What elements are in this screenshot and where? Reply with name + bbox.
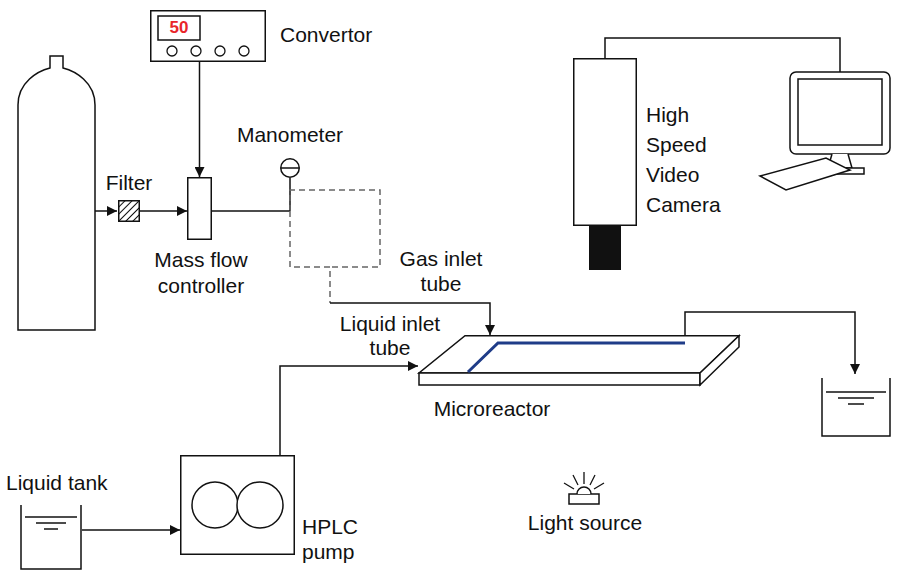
tube-segment <box>290 211 330 303</box>
display-value: 50 <box>158 16 200 40</box>
tube-connector <box>280 366 418 455</box>
microreactor-plate-shape <box>418 335 740 387</box>
tube-connector <box>199 62 200 177</box>
convertor-box-shape <box>150 10 266 62</box>
manometer-symbol: Manometer <box>280 158 300 178</box>
manometer-symbol-shape <box>280 158 300 178</box>
tube-segment <box>140 210 187 212</box>
lamp-symbol-shape <box>557 470 611 506</box>
tube-segment <box>280 366 418 455</box>
lamp-symbol: Light source <box>557 470 611 506</box>
device-label: HPLC pump <box>302 514 368 564</box>
filter-symbol-shape <box>118 200 140 222</box>
device-label: Microreactor <box>422 396 562 421</box>
device-label: Light source <box>520 510 650 535</box>
tube-connector <box>82 530 180 531</box>
pump-box: HPLC pump <box>180 455 295 555</box>
cylinder-line <box>95 210 117 212</box>
tube-connector <box>140 211 187 212</box>
flow-controller-box: Mass flow controller <box>187 177 212 240</box>
tube-segment <box>212 210 290 212</box>
device-label: Manometer <box>230 122 350 147</box>
gas-cylinder <box>18 56 95 330</box>
outlet-tank <box>822 378 890 436</box>
liquid-tank: Liquid tank <box>20 505 82 570</box>
microreactor-plate: Microreactor <box>418 335 740 387</box>
tube-coil <box>290 190 380 267</box>
tube-segment <box>82 529 180 531</box>
device-label: High Speed Video Camera <box>646 100 732 220</box>
tube-label: Liquid inlet tube <box>336 312 444 360</box>
device-label: Filter <box>98 170 160 195</box>
filter-symbol: Filter <box>118 200 140 222</box>
pump-box-shape <box>180 455 295 555</box>
tube-segment <box>199 62 201 177</box>
flow-controller-box-shape <box>187 177 212 240</box>
device-label: Convertor <box>280 22 392 47</box>
device-label: Mass flow controller <box>138 247 264 299</box>
convertor-box: 50Convertor <box>150 10 266 62</box>
camera-cable <box>605 38 840 72</box>
device-label: Liquid tank <box>6 470 130 495</box>
tube-label: Gas inlet tube <box>390 246 492 296</box>
camera-body-shape <box>573 58 637 270</box>
camera-body: High Speed Video Camera <box>573 58 637 270</box>
computer-monitor <box>760 72 890 190</box>
liquid-tank-shape <box>20 505 82 570</box>
